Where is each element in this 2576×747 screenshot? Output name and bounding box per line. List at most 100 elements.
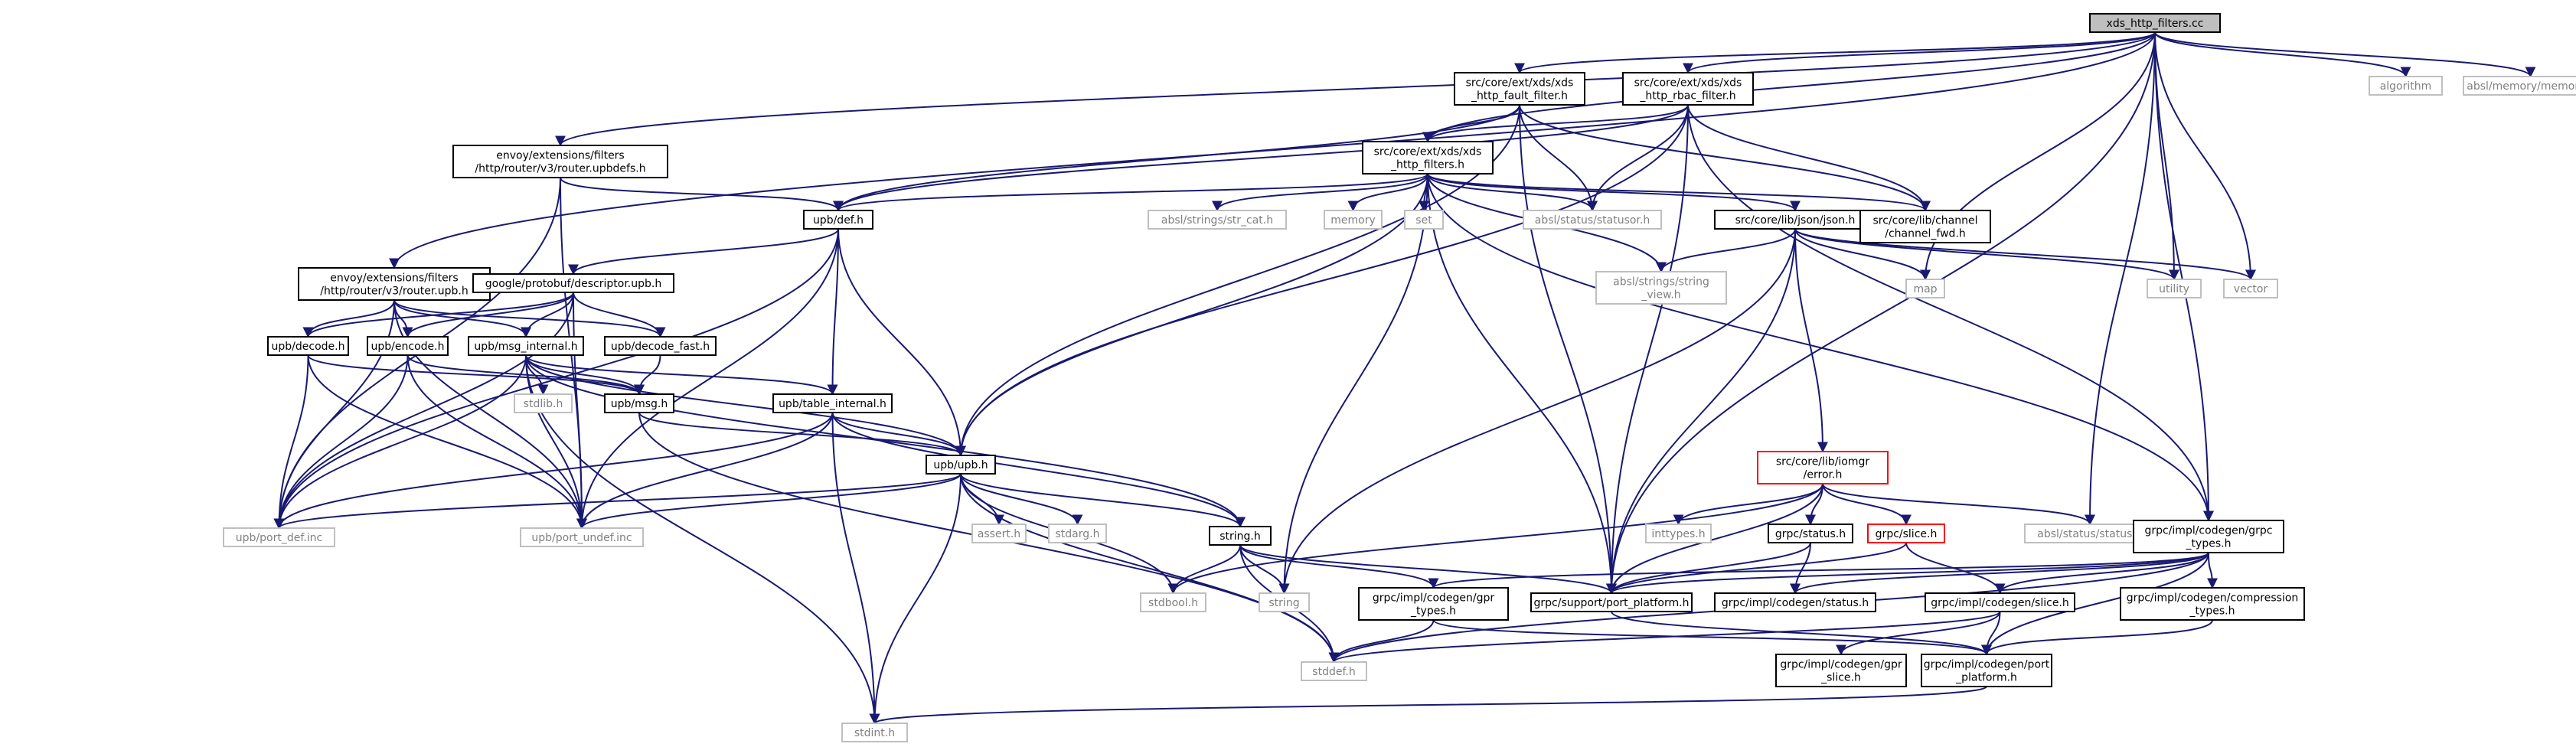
node-box: [1859, 210, 1991, 243]
edge-fault_filter-to-upb_def: [833, 104, 1520, 212]
edge-codegen_slice-to-stddef: [1328, 611, 2001, 664]
node-label: _http_fault_filter.h: [1471, 90, 1568, 103]
node-str-cat: absl/strings/str_cat.h: [1148, 210, 1287, 230]
edge-rbac_filter-to-codegen_grpc_types: [1687, 104, 2214, 522]
node-fault-filter[interactable]: src/core/ext/xds/xds_http_fault_filter.h: [1454, 72, 1585, 106]
node-label: upb/table_internal.h: [779, 398, 886, 410]
edge-iomgr_error-to-absl_status: [1822, 483, 2095, 526]
node-memory: memory: [1324, 210, 1383, 230]
node-label: _view.h: [1641, 289, 1680, 302]
node-label: map: [1913, 283, 1937, 295]
node-label: algorithm: [2380, 80, 2432, 93]
node-absl-memory: absl/memory/memory.h: [2463, 76, 2576, 96]
node-grpc-status[interactable]: grpc/status.h: [1768, 524, 1853, 543]
node-upb-def[interactable]: upb/def.h: [803, 210, 873, 230]
edge-codegen_grpc_types-to-codegen_status: [1790, 552, 2209, 595]
node-xds-filters-h[interactable]: src/core/ext/xds/xds_http_filters.h: [1362, 141, 1494, 175]
node-channel-fwd[interactable]: src/core/lib/channel/channel_fwd.h: [1859, 210, 1991, 243]
node-compression-types[interactable]: grpc/impl/codegen/compression_types.h: [2120, 587, 2305, 621]
edge-descriptor_upb-to-upb_decode_fast: [573, 292, 666, 338]
node-codegen-grpc-types[interactable]: grpc/impl/codegen/grpc_types.h: [2133, 520, 2284, 553]
node-port-undef: upb/port_undef.inc: [520, 527, 644, 547]
edge-upb_decode-to-port_undef: [307, 354, 587, 530]
edge-upb_decode_fast-to-upb_msg: [634, 354, 661, 396]
edge-upb_encode-to-port_def: [273, 354, 409, 530]
edge-string_h-to-port_platform: [1239, 544, 1617, 595]
node-label: src/core/lib/iomgr: [1776, 456, 1870, 468]
edge-codegen_grpc_types-to-port_platform: [1606, 552, 2209, 595]
node-statusor: absl/status/statusor.h: [1523, 210, 1662, 230]
node-label: stdarg.h: [1056, 528, 1100, 540]
file-nodes: xds_http_filters.cc envoy/extensions/filt…: [223, 13, 2576, 742]
node-upb-decode[interactable]: upb/decode.h: [267, 336, 349, 356]
edge-upb_msg_internal-to-port_def: [273, 354, 527, 530]
node-box: [2463, 76, 2576, 96]
edge-rbac_filter-to-xds_filters_h: [1422, 104, 1689, 143]
edge-router_upb-to-upb_decode: [302, 299, 395, 338]
node-upb-msg-internal[interactable]: upb/msg_internal.h: [468, 336, 584, 356]
edge-root-to-utility: [2154, 31, 2179, 281]
node-router-upb[interactable]: envoy/extensions/filters/http/router/v3/…: [298, 267, 491, 301]
node-upb-encode[interactable]: upb/encode.h: [367, 336, 449, 356]
node-box: [1259, 592, 1310, 612]
node-label: _types.h: [2186, 538, 2232, 550]
node-label: absl/strings/string: [1613, 276, 1709, 289]
node-iomgr-error[interactable]: src/core/lib/iomgr/error.h: [1757, 451, 1889, 484]
edge-json_h-to-utility: [1794, 228, 2179, 281]
node-label: stddef.h: [1312, 666, 1355, 678]
node-upb-msg[interactable]: upb/msg.h: [604, 393, 674, 413]
node-label: _types.h: [1410, 605, 1456, 618]
edge-rbac_filter-to-upb_upb: [955, 104, 1689, 457]
node-algorithm: algorithm: [2369, 76, 2443, 96]
node-label: string.h: [1219, 530, 1261, 543]
node-box: [2147, 279, 2202, 298]
node-descriptor-upb[interactable]: google/protobuf/descriptor.upb.h: [472, 273, 674, 293]
edge-codegen_port_platform-to-stdint: [870, 686, 1987, 725]
node-port-platform[interactable]: grpc/support/port_platform.h: [1530, 592, 1693, 612]
node-box: [604, 336, 717, 356]
edge-iomgr_error-to-stdbool: [1167, 483, 1823, 595]
node-box: [367, 336, 449, 356]
node-label: grpc/impl/codegen/gpr: [1780, 659, 1902, 671]
node-label: utility: [2159, 283, 2189, 295]
node-label: vector: [2234, 283, 2268, 295]
node-label: set: [1415, 214, 1432, 227]
node-upb-table-internal[interactable]: upb/table_internal.h: [772, 393, 893, 413]
node-label: src/core/lib/channel: [1873, 215, 1978, 227]
node-box: [1454, 72, 1585, 106]
node-codegen-port-platform[interactable]: grpc/impl/codegen/port_platform.h: [1921, 654, 2052, 687]
node-gpr-slice[interactable]: grpc/impl/codegen/gpr_slice.h: [1775, 654, 1907, 687]
node-root[interactable]: xds_http_filters.cc: [2089, 13, 2221, 33]
node-box: [2089, 13, 2221, 33]
edge-codegen_slice-to-gpr_slice: [1836, 611, 2001, 656]
node-box: [1714, 210, 1876, 230]
node-rbac-filter[interactable]: src/core/ext/xds/xds_http_rbac_filter.h: [1622, 72, 1754, 106]
node-gpr-types[interactable]: grpc/impl/codegen/gpr_types.h: [1358, 587, 1509, 621]
node-router-upbdefs[interactable]: envoy/extensions/filters/http/router/v3/…: [452, 145, 668, 178]
edge-grpc_status-to-port_platform: [1606, 542, 1811, 595]
node-stddef: stddef.h: [1301, 661, 1367, 681]
edge-root-to-router_upb: [389, 31, 2156, 269]
edge-fault_filter-to-statusor: [1519, 104, 1598, 212]
node-box: [267, 336, 349, 356]
node-codegen-slice[interactable]: grpc/impl/codegen/slice.h: [1925, 592, 2075, 612]
edge-descriptor_upb-to-upb_decode: [302, 292, 574, 338]
edge-upb_encode-to-port_undef: [406, 354, 587, 530]
node-label: xds_http_filters.cc: [2107, 18, 2204, 30]
node-grpc-slice[interactable]: grpc/slice.h: [1867, 524, 1945, 543]
edge-upb_upb-to-string_h: [960, 473, 1246, 528]
edge-xds_filters_h-to-json_h: [1427, 173, 1801, 212]
edge-rbac_filter-to-port_platform: [1606, 104, 1689, 595]
edge-codegen_grpc_types-to-gpr_types: [1428, 552, 2209, 589]
node-upb-upb[interactable]: upb/upb.h: [926, 455, 996, 475]
edge-upb_msg_internal-to-upb_upb: [525, 354, 966, 457]
node-box: [1358, 587, 1509, 621]
edge-root-to-port_platform: [1606, 31, 2156, 595]
node-upb-decode-fast[interactable]: upb/decode_fast.h: [604, 336, 717, 356]
node-json-h[interactable]: src/core/lib/json/json.h: [1714, 210, 1876, 230]
node-string-h[interactable]: string.h: [1209, 526, 1272, 546]
node-codegen-status[interactable]: grpc/impl/codegen/status.h: [1714, 592, 1876, 612]
edge-root-to-algorithm: [2154, 31, 2411, 78]
edge-xds_filters_h-to-string: [1278, 173, 1428, 595]
edge-xds_filters_h-to-codegen_grpc_types: [1427, 173, 2214, 522]
